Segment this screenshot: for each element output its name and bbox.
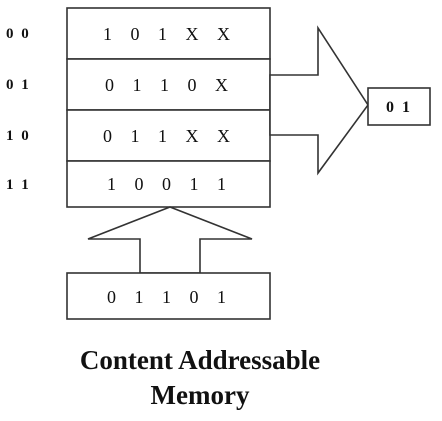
address-label-1: 0 1: [6, 77, 31, 93]
output-arrow: [269, 25, 369, 176]
memory-table: 1 0 1 X X 0 1 1 0 X 0 1 1 X X 1 0 0 1 1: [66, 7, 271, 208]
memory-row-1-box: [66, 58, 271, 111]
memory-row-2-box: [66, 109, 271, 162]
caption-line-2: Memory: [151, 380, 250, 410]
memory-row-3-content: 1 0 0 1 1: [107, 174, 233, 194]
memory-row-3-box: [66, 160, 271, 208]
address-labels: 0 0 0 1 1 0 1 1: [6, 26, 31, 193]
match-output-box: [367, 87, 431, 126]
search-key-box: [66, 272, 271, 320]
memory-row-0-box: [66, 7, 271, 60]
address-label-3: 1 1: [6, 177, 31, 193]
search-key-value: 0 1 1 0 1: [107, 287, 233, 307]
memory-row-2-content: 0 1 1 X X: [103, 126, 237, 146]
search-arrow: [87, 206, 253, 274]
memory-row-1-content: 0 1 1 0 X: [105, 75, 235, 95]
caption-line-1: Content Addressable: [80, 345, 320, 375]
match-output-value: 0 1: [386, 99, 412, 116]
memory-row-0-content: 1 0 1 X X: [103, 24, 237, 44]
address-label-2: 1 0: [6, 128, 31, 144]
address-label-0: 0 0: [6, 26, 31, 42]
